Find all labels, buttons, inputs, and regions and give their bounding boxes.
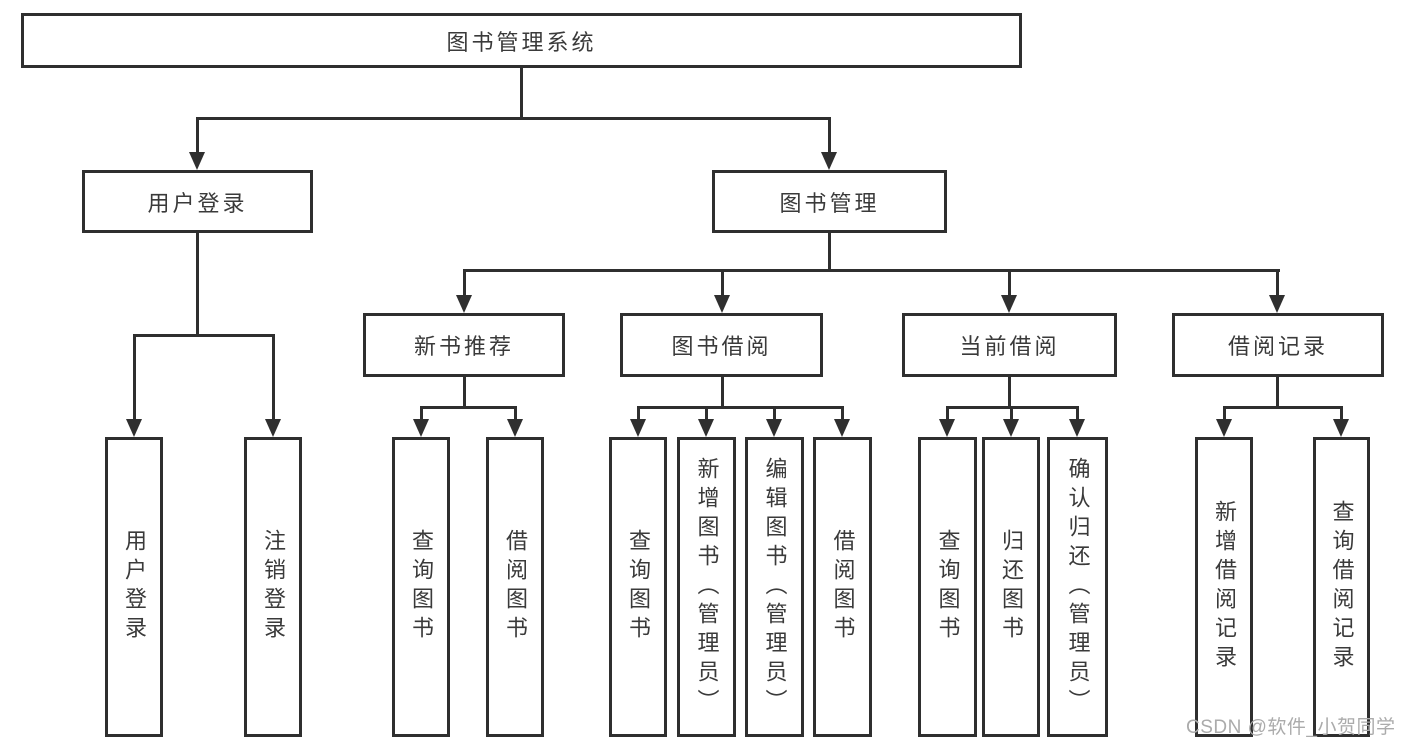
- leaf-record-add-borrow-record: 新增借阅记录: [1195, 437, 1253, 737]
- connector-line: [773, 406, 776, 422]
- leaf-current-return-books-label: 归还图书: [999, 529, 1024, 645]
- connector-line: [721, 377, 724, 409]
- connector-line: [828, 117, 831, 157]
- arrowhead-down-icon: [766, 419, 782, 437]
- leaf-current-confirm-return-admin: 确认归还（管理员）: [1047, 437, 1108, 737]
- node-new-book-recommend-label: 新书推荐: [413, 334, 514, 359]
- leaf-borrow-add-books-admin-label: 新增图书（管理员）: [694, 456, 720, 718]
- connector-line: [1276, 269, 1279, 299]
- connector-line: [705, 406, 708, 422]
- leaf-logout: 注销登录: [244, 437, 302, 737]
- arrowhead-down-icon: [265, 419, 281, 437]
- leaf-current-return-books: 归还图书: [982, 437, 1040, 737]
- connector-line: [1010, 406, 1013, 422]
- arrowhead-down-icon: [1003, 419, 1019, 437]
- node-borrowing-records-label: 借阅记录: [1227, 334, 1328, 359]
- connector-line: [721, 269, 724, 299]
- leaf-borrow-borrow-books-label: 借阅图书: [830, 529, 856, 645]
- connector-line: [272, 334, 275, 422]
- arrowhead-down-icon: [698, 419, 714, 437]
- leaf-current-confirm-return-admin-label: 确认归还（管理员）: [1065, 456, 1091, 718]
- arrowhead-down-icon: [189, 152, 205, 170]
- leaf-borrow-add-books-admin: 新增图书（管理员）: [677, 437, 736, 737]
- node-user-login: 用户登录: [82, 170, 313, 233]
- node-book-management: 图书管理: [712, 170, 947, 233]
- node-root-label: 图书管理系统: [446, 29, 597, 55]
- arrowhead-down-icon: [821, 152, 837, 170]
- connector-line: [1340, 406, 1343, 422]
- arrowhead-down-icon: [456, 295, 472, 313]
- arrowhead-down-icon: [1269, 295, 1285, 313]
- node-book-borrowing-label: 图书借阅: [671, 334, 772, 359]
- leaf-recommend-query-books-label: 查询图书: [409, 529, 434, 645]
- leaf-borrow-edit-books-admin: 编辑图书（管理员）: [745, 437, 804, 737]
- connector-line: [196, 117, 831, 120]
- connector-line: [133, 334, 136, 422]
- connector-line: [946, 406, 949, 422]
- node-user-login-label: 用户登录: [147, 190, 248, 216]
- leaf-recommend-borrow-books: 借阅图书: [486, 437, 544, 737]
- leaf-borrow-edit-books-admin-label: 编辑图书（管理员）: [762, 456, 788, 718]
- leaf-record-query-borrow-record: 查询借阅记录: [1313, 437, 1370, 737]
- connector-line: [133, 334, 275, 337]
- connector-line: [841, 406, 844, 422]
- arrowhead-down-icon: [413, 419, 429, 437]
- leaf-user-login: 用户登录: [105, 437, 163, 737]
- node-root: 图书管理系统: [21, 13, 1022, 68]
- connector-line: [1076, 406, 1079, 422]
- leaf-current-query-books: 查询图书: [918, 437, 977, 737]
- connector-line: [1223, 406, 1226, 422]
- connector-line: [196, 117, 199, 157]
- connector-line: [1276, 377, 1279, 409]
- connector-line: [520, 68, 523, 118]
- arrowhead-down-icon: [939, 419, 955, 437]
- leaf-recommend-query-books: 查询图书: [392, 437, 450, 737]
- connector-line: [420, 406, 423, 422]
- connector-line: [196, 233, 199, 337]
- connector-line: [514, 406, 517, 422]
- connector-line: [420, 406, 517, 409]
- arrowhead-down-icon: [1216, 419, 1232, 437]
- arrowhead-down-icon: [1333, 419, 1349, 437]
- watermark: CSDN @软件_小贺同学: [1186, 717, 1396, 738]
- arrowhead-down-icon: [714, 295, 730, 313]
- connector-line: [463, 269, 466, 299]
- leaf-current-query-books-label: 查询图书: [935, 529, 961, 645]
- arrowhead-down-icon: [126, 419, 142, 437]
- node-borrowing-records: 借阅记录: [1172, 313, 1384, 377]
- arrowhead-down-icon: [507, 419, 523, 437]
- node-book-management-label: 图书管理: [779, 190, 880, 216]
- arrowhead-down-icon: [1069, 419, 1085, 437]
- leaf-recommend-borrow-books-label: 借阅图书: [503, 529, 528, 645]
- connector-line: [1223, 406, 1342, 409]
- node-current-borrowing: 当前借阅: [902, 313, 1117, 377]
- arrowhead-down-icon: [630, 419, 646, 437]
- leaf-logout-label: 注销登录: [261, 529, 286, 645]
- arrowhead-down-icon: [1001, 295, 1017, 313]
- connector-line: [1008, 377, 1011, 409]
- node-new-book-recommend: 新书推荐: [363, 313, 565, 377]
- leaf-record-add-borrow-record-label: 新增借阅记录: [1212, 500, 1237, 674]
- leaf-borrow-borrow-books: 借阅图书: [813, 437, 872, 737]
- node-current-borrowing-label: 当前借阅: [959, 334, 1060, 359]
- connector-line: [463, 377, 466, 409]
- node-book-borrowing: 图书借阅: [620, 313, 823, 377]
- arrowhead-down-icon: [834, 419, 850, 437]
- connector-line: [828, 233, 831, 272]
- connector-line: [637, 406, 844, 409]
- leaf-borrow-query-books: 查询图书: [609, 437, 667, 737]
- leaf-record-query-borrow-record-label: 查询借阅记录: [1329, 500, 1355, 674]
- leaf-borrow-query-books-label: 查询图书: [626, 529, 651, 645]
- connector-line: [637, 406, 640, 422]
- connector-line: [1008, 269, 1011, 299]
- connector-line: [463, 269, 1280, 272]
- leaf-user-login-label: 用户登录: [122, 529, 147, 645]
